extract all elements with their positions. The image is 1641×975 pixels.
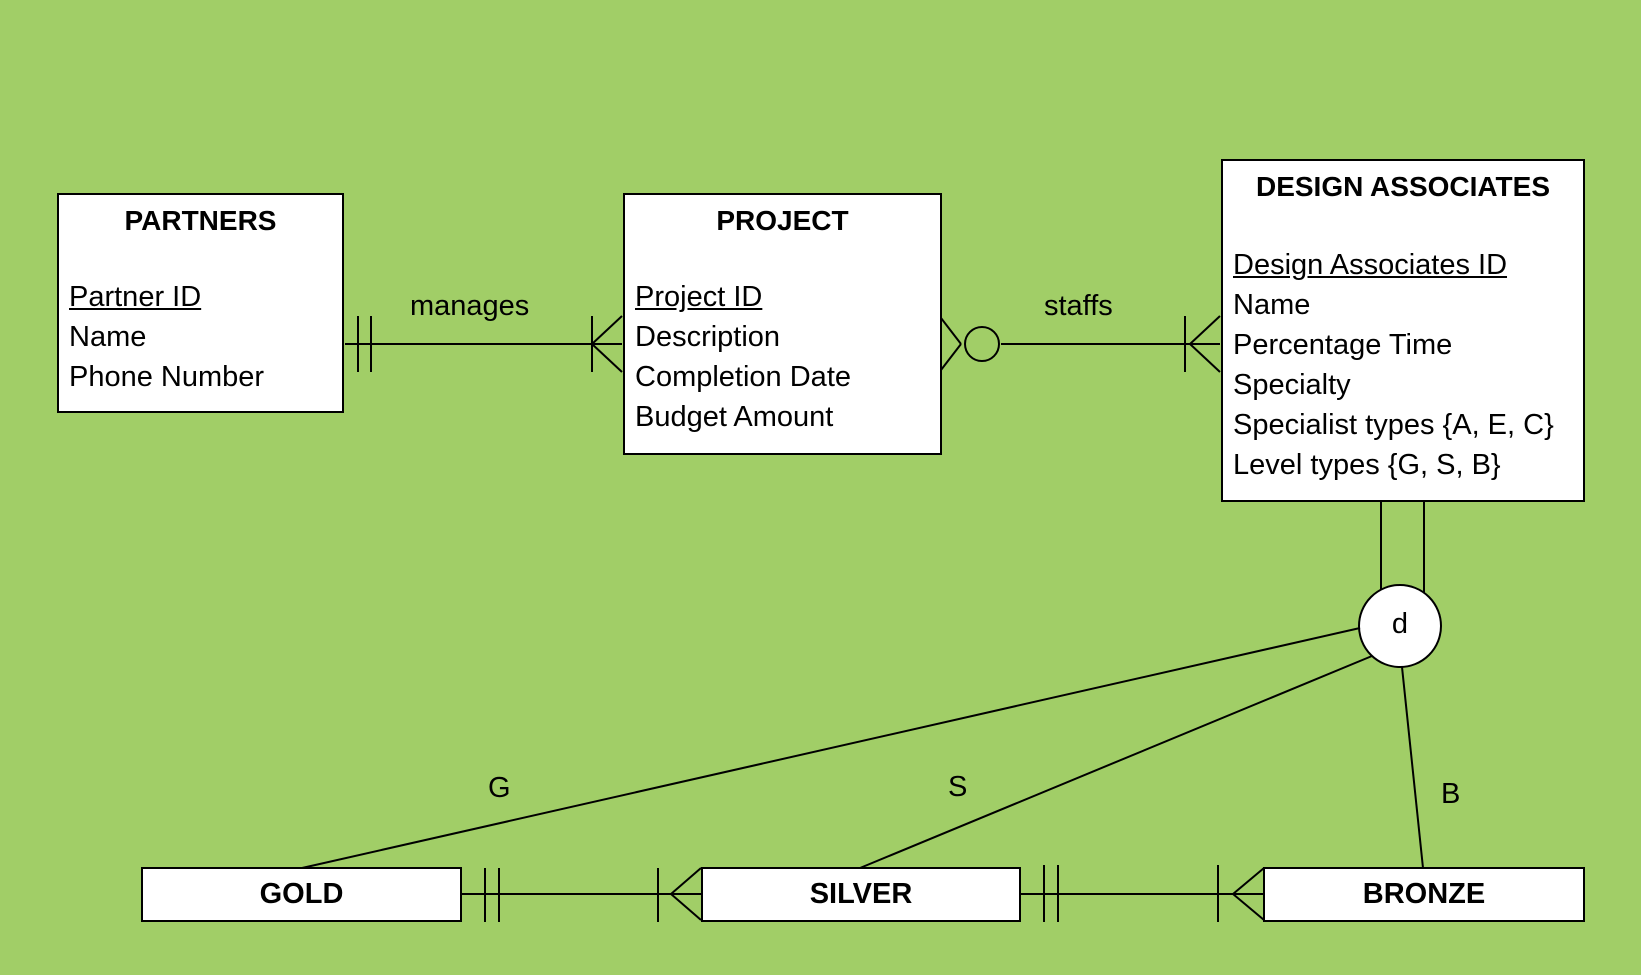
silver-subtype-line — [859, 655, 1373, 869]
gold-silver-crow-2 — [670, 893, 702, 921]
silver-bronze-crow-2 — [1232, 893, 1265, 921]
gold-discriminator-label: G — [488, 772, 511, 804]
partners-attr-partner-id: Partner ID — [69, 281, 202, 313]
project-attr-budget-amount: Budget Amount — [635, 401, 834, 433]
bronze-discriminator-label: B — [1441, 778, 1461, 810]
gold-silver-crow-1 — [670, 867, 702, 895]
staffs-crow-3 — [1189, 315, 1221, 345]
bronze-entity[interactable]: BRONZE — [1263, 867, 1585, 922]
silver-discriminator-label: S — [948, 771, 968, 803]
partners-entity[interactable]: PARTNERS Partner ID Name Phone Number — [57, 193, 344, 413]
disjoint-symbol: d — [1391, 608, 1409, 640]
bronze-subtype-line — [1401, 666, 1424, 869]
design-associates-title: DESIGN ASSOCIATES — [1255, 171, 1551, 202]
gold-subtype-line — [301, 627, 1361, 869]
design-associates-attributes: Design Associates ID Name Percentage Tim… — [1223, 245, 1583, 485]
project-entity[interactable]: PROJECT Project ID Description Completio… — [623, 193, 942, 455]
project-attr-project-id: Project ID — [635, 281, 763, 313]
staffs-zero — [964, 326, 1000, 362]
project-title: PROJECT — [716, 205, 849, 236]
partners-title: PARTNERS — [124, 205, 277, 236]
partners-attr-name: Name — [69, 321, 147, 353]
silver-entity[interactable]: SILVER — [701, 867, 1021, 922]
staffs-crow-1 — [940, 317, 962, 345]
project-attr-completion-date: Completion Date — [635, 361, 851, 393]
project-attributes: Project ID Description Completion Date B… — [625, 277, 940, 437]
design-associates-entity[interactable]: DESIGN ASSOCIATES Design Associates ID N… — [1221, 159, 1585, 502]
design-associates-attr-specialist-types: Specialist types {A, E, C} — [1233, 409, 1554, 441]
partners-attributes: Partner ID Name Phone Number — [59, 277, 342, 397]
manages-label: manages — [410, 290, 530, 322]
gold-entity[interactable]: GOLD — [141, 867, 462, 922]
staffs-crow-2 — [940, 343, 962, 371]
design-associates-attr-level-types: Level types {G, S, B} — [1233, 449, 1501, 481]
design-associates-attr-id: Design Associates ID — [1233, 249, 1508, 281]
design-associates-attr-name: Name — [1233, 289, 1311, 321]
project-attr-description: Description — [635, 321, 781, 353]
manages-crow-2 — [591, 343, 623, 373]
partners-attr-phone-number: Phone Number — [69, 361, 265, 393]
disjoint-circle — [1358, 584, 1442, 668]
staffs-crow-4 — [1189, 343, 1221, 373]
staffs-label: staffs — [1044, 290, 1113, 322]
silver-bronze-crow-1 — [1232, 867, 1265, 895]
design-associates-attr-percentage-time: Percentage Time — [1233, 329, 1453, 361]
design-associates-attr-specialty: Specialty — [1233, 369, 1351, 401]
manages-crow-1 — [591, 315, 623, 345]
